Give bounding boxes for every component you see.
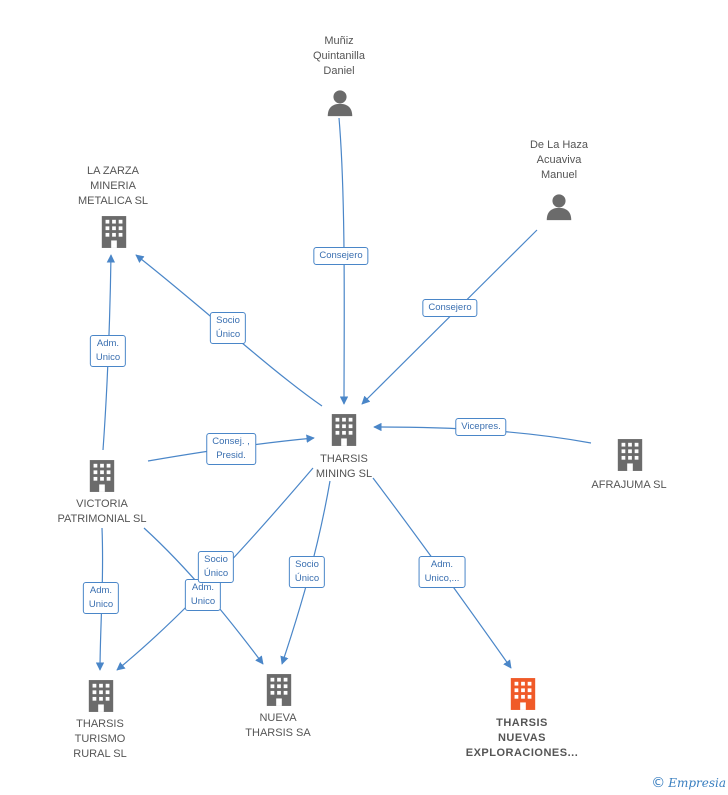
edge-label-adm-unico[interactable]: Adm. Unico	[184, 579, 222, 611]
edge-label-socio-unico[interactable]: Socio Único	[197, 551, 235, 583]
edge-label-socio-unico[interactable]: Socio Único	[209, 312, 247, 344]
edge-label-adm-unico[interactable]: Adm. Unico	[82, 582, 120, 614]
node-label: LA ZARZA MINERIA METALICA SL	[77, 165, 149, 207]
brand-name: Empresia	[668, 776, 726, 790]
node-label: NUEVA THARSIS SA	[245, 712, 311, 739]
edge-label-adm-unico[interactable]: Adm. Unico,...	[418, 556, 466, 588]
edge-label-consejero[interactable]: Consejero	[422, 299, 478, 317]
building-icon	[617, 439, 643, 471]
node-victoria-patrimonial[interactable]: VICTORIA PATRIMONIAL SL	[42, 497, 162, 527]
edge-label-consejero[interactable]: Consejero	[313, 247, 369, 265]
node-la-zarza[interactable]: LA ZARZA MINERIA METALICA SL	[53, 164, 173, 209]
building-icon	[88, 680, 114, 712]
edge-label-vicepres[interactable]: Vicepres.	[455, 418, 507, 436]
node-label: Muñiz Quintanilla Daniel	[313, 35, 365, 77]
node-label: AFRAJUMA SL	[591, 479, 667, 491]
building-icon	[101, 216, 127, 248]
node-label: THARSIS TURISMO RURAL SL	[73, 718, 127, 760]
edge-label-consej-presid[interactable]: Consej. , Presid.	[206, 433, 256, 465]
node-munoz-quintanilla[interactable]: Muñiz Quintanilla Daniel	[279, 34, 399, 79]
node-label: THARSIS NUEVAS EXPLORACIONES...	[465, 717, 579, 759]
node-nueva-tharsis[interactable]: NUEVA THARSIS SA	[218, 711, 338, 741]
node-afrajuma[interactable]: AFRAJUMA SL	[569, 478, 689, 493]
node-tharsis-mining[interactable]: THARSIS MINING SL	[284, 452, 404, 482]
node-label: De La Haza Acuaviva Manuel	[529, 139, 589, 181]
building-icon	[89, 460, 115, 492]
copyright-icon: ©	[651, 775, 666, 791]
building-icon	[266, 674, 292, 706]
node-label: VICTORIA PATRIMONIAL SL	[57, 498, 147, 525]
node-tharsis-exploraciones[interactable]: THARSIS NUEVAS EXPLORACIONES...	[452, 716, 592, 761]
edge-dlh-mining	[361, 229, 538, 405]
person-icon	[327, 90, 353, 117]
node-de-la-haza[interactable]: De La Haza Acuaviva Manuel	[499, 138, 619, 183]
node-tharsis-turismo[interactable]: THARSIS TURISMO RURAL SL	[40, 717, 160, 762]
node-label: THARSIS MINING SL	[315, 453, 373, 480]
building-icon	[510, 678, 536, 710]
brand-logo[interactable]: ©Empresia	[651, 775, 726, 791]
person-icon	[546, 194, 572, 221]
building-icon	[331, 414, 357, 446]
edge-label-adm-unico[interactable]: Adm. Unico	[89, 335, 127, 367]
edge-label-socio-unico[interactable]: Socio Único	[288, 556, 326, 588]
